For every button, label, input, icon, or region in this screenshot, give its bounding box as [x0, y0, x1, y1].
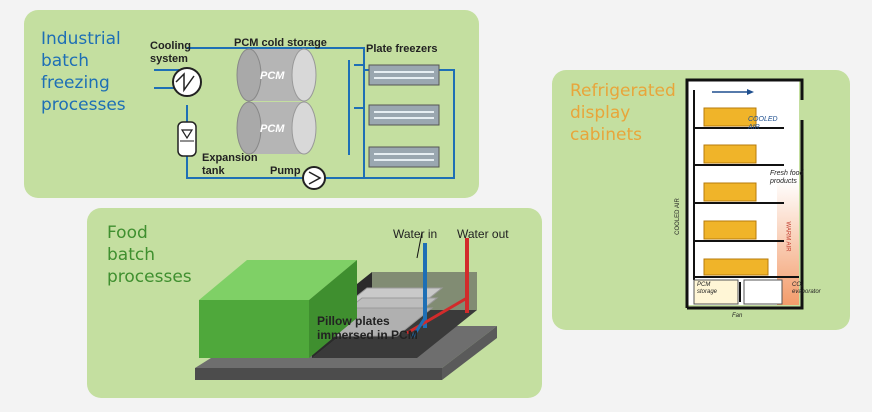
- warm-air-label: WARM AIR: [784, 221, 791, 252]
- water-out-label: Water out: [457, 227, 509, 241]
- plate-freezer-3: [368, 146, 440, 168]
- pillow-plates-label: Pillow plates immersed in PCM: [317, 314, 418, 342]
- green-block-front: [199, 300, 309, 358]
- food-trays: [703, 107, 769, 276]
- cooling-heat-exchanger: [172, 67, 202, 97]
- green-block-side: [309, 260, 357, 358]
- co2-evaporator-label: CO₂ evaporator: [792, 282, 821, 295]
- evaporator-box: [743, 279, 783, 305]
- industrial-title: Industrial batch freezing processes: [41, 29, 126, 115]
- pcm-tank-2: [236, 101, 317, 155]
- pump: [302, 166, 326, 190]
- plate-freezer-2: [368, 104, 440, 126]
- fan-label: Fan: [732, 313, 743, 319]
- plate-freezer-1: [368, 64, 440, 86]
- food-diagram: [195, 231, 497, 380]
- refrigerated-panel: Refrigerated display cabinets: [552, 70, 850, 330]
- green-block-top: [199, 260, 357, 300]
- industrial-panel: Industrial batch freezing processes: [24, 10, 479, 198]
- industrial-diagram: [154, 47, 455, 190]
- expansion-tank-label: Expansion tank: [202, 152, 258, 177]
- water-in-label: Water in: [393, 227, 438, 241]
- shelves: [694, 127, 799, 278]
- cabinet-diagram: [685, 78, 804, 310]
- pcm-tank-1-label: PCM: [260, 70, 285, 82]
- pcm-storage-label: PCM storage: [697, 282, 718, 295]
- cooled-air-label: COOLED AIR: [748, 116, 778, 131]
- pcm-cold-storage-label: PCM cold storage: [234, 37, 327, 49]
- plate-freezers-label: Plate freezers: [366, 43, 438, 55]
- fresh-food-label: Fresh food products: [770, 170, 804, 185]
- water-in-arrow: [416, 231, 423, 259]
- refrigerated-title: Refrigerated display cabinets: [570, 81, 676, 145]
- food-panel: Food batch processes Water in Water out …: [87, 208, 542, 398]
- pcm-tank-1: [236, 48, 317, 102]
- cooling-system-label: Cooling system: [150, 40, 191, 65]
- food-title: Food batch processes: [107, 223, 192, 287]
- warm-air-zone: [777, 180, 799, 305]
- cabinet-outline: [685, 78, 804, 308]
- pump-label: Pump: [270, 165, 301, 177]
- pcm-tank-2-label: PCM: [260, 123, 285, 135]
- pcm-storage-box: [693, 279, 739, 305]
- cooled-air-vertical-label: COOLED AIR: [674, 198, 681, 235]
